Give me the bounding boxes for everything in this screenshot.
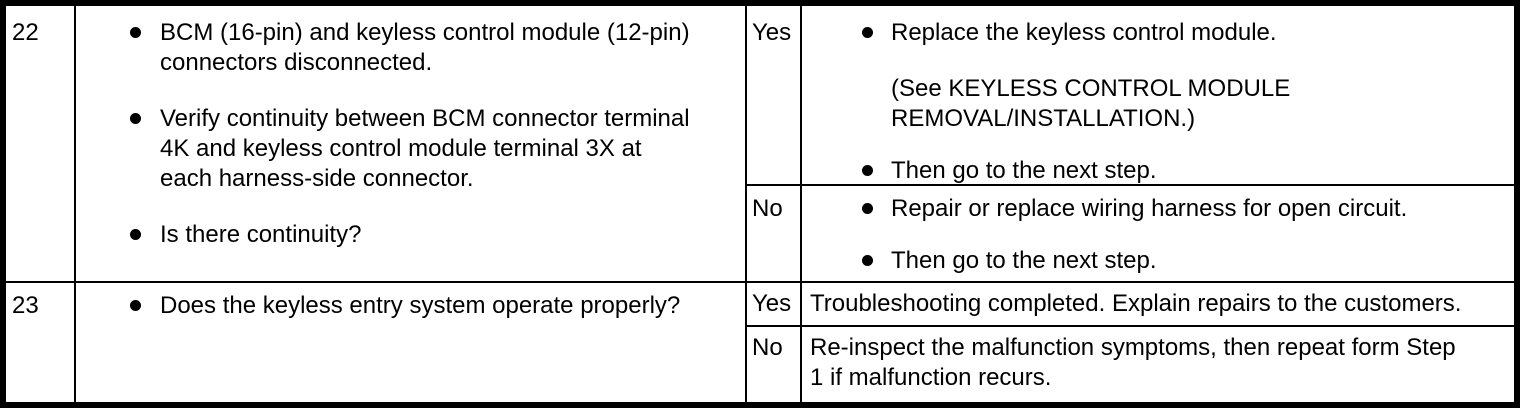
inspection-cell: BCM (16-pin) and keyless control module …: [76, 6, 747, 281]
answer-cell: No: [747, 327, 802, 402]
bullet-icon: [130, 300, 141, 311]
action-note: (See KEYLESS CONTROL MODULE REMOVAL/INST…: [891, 75, 1291, 132]
action-cell: Repair or replace wiring harness for ope…: [802, 186, 1514, 281]
step-number: 22: [12, 19, 39, 46]
inspection-text: Does the keyless entry system operate pr…: [160, 292, 681, 319]
branch-no: No Repair or replace wiring harness for …: [747, 186, 1514, 281]
step-row-23: 23 Does the keyless entry system operate…: [6, 283, 1514, 402]
bullet-icon: [862, 165, 873, 176]
branches: Yes Troubleshooting completed. Explain r…: [747, 283, 1514, 402]
answer-cell: Yes: [747, 283, 802, 325]
action-bullet-item: Then go to the next step.: [802, 156, 1504, 186]
inspection-text: Verify continuity between BCM connector …: [160, 105, 690, 192]
inspection-bullet-item: Does the keyless entry system operate pr…: [76, 291, 737, 321]
step-number: 23: [12, 292, 39, 319]
action-text: Then go to the next step.: [891, 157, 1157, 184]
answer-label: No: [752, 334, 783, 361]
answer-label: Yes: [752, 19, 792, 46]
action-cell: Troubleshooting completed. Explain repai…: [810, 290, 1462, 317]
step-number-cell: 23: [6, 283, 76, 402]
action-text: Then go to the next step.: [891, 247, 1157, 274]
answer-cell: No: [747, 186, 802, 281]
action-text: Replace the keyless control module.: [891, 19, 1277, 46]
action-cell: Replace the keyless control module. (See…: [802, 6, 1514, 184]
bullet-icon: [130, 229, 141, 240]
inspection-bullet-item: Verify continuity between BCM connector …: [76, 104, 737, 194]
action-bullet-item: Replace the keyless control module.: [802, 18, 1504, 48]
answer-label: Yes: [752, 290, 792, 317]
branches: Yes Replace the keyless control module. …: [747, 6, 1514, 281]
answer-label: No: [752, 195, 783, 222]
inspection-cell: Does the keyless entry system operate pr…: [76, 283, 747, 402]
inspection-bullet-item: Is there continuity?: [76, 220, 737, 250]
action-cell: Re-inspect the malfunction symptoms, the…: [810, 334, 1456, 391]
inspection-text: BCM (16-pin) and keyless control module …: [160, 19, 690, 76]
answer-cell: Yes: [747, 6, 802, 184]
branch-yes: Yes Replace the keyless control module. …: [747, 6, 1514, 186]
bullet-icon: [862, 203, 873, 214]
step-row-22: 22 BCM (16-pin) and keyless control modu…: [6, 6, 1514, 283]
action-text: Repair or replace wiring harness for ope…: [891, 195, 1408, 222]
bullet-icon: [130, 27, 141, 38]
branch-yes: Yes Troubleshooting completed. Explain r…: [747, 283, 1514, 327]
bullet-icon: [130, 113, 141, 124]
inspection-text: Is there continuity?: [160, 221, 362, 248]
step-number-cell: 22: [6, 6, 76, 281]
action-bullet-item: Repair or replace wiring harness for ope…: [802, 194, 1504, 224]
inspection-bullet-item: BCM (16-pin) and keyless control module …: [76, 18, 737, 78]
bullet-icon: [862, 27, 873, 38]
action-bullet-item: Then go to the next step.: [802, 246, 1504, 276]
branch-no: No Re-inspect the malfunction symptoms, …: [747, 327, 1514, 402]
bullet-icon: [862, 255, 873, 266]
